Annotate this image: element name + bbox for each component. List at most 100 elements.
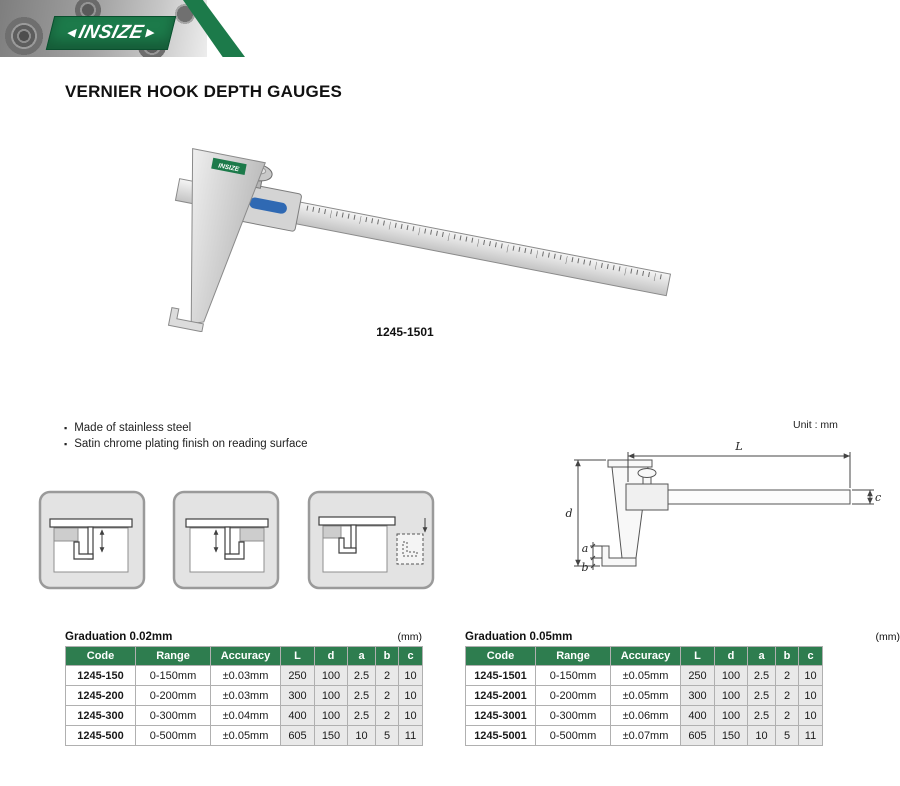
- logo-arrow-right-icon: ▶: [144, 26, 157, 39]
- spec-cell: ±0.07mm: [610, 725, 681, 746]
- blade-logo-band: [211, 157, 247, 176]
- column-header-l: L: [280, 646, 315, 666]
- spec-cell: 250: [680, 665, 715, 686]
- logo-arrow-left-icon: ◀: [66, 26, 78, 39]
- column-header-d: d: [314, 646, 348, 666]
- spec-cell: 2: [775, 705, 799, 726]
- spec-cell: 100: [714, 665, 748, 686]
- spec-cell: ±0.05mm: [610, 665, 681, 686]
- spec-cell: 100: [314, 665, 348, 686]
- spec-cell: 5: [775, 725, 799, 746]
- spec-cell: 100: [314, 685, 348, 706]
- table-unit-label: (mm): [875, 631, 900, 643]
- feature-text: Satin chrome plating finish on reading s…: [74, 438, 308, 450]
- application-diagram-3: [307, 490, 435, 590]
- base-top-cap: [607, 459, 653, 468]
- spec-cell: 10: [747, 725, 776, 746]
- unit-note: Unit : mm: [793, 419, 838, 431]
- spec-cell: 150: [314, 725, 348, 746]
- spec-cell: 0-200mm: [135, 685, 211, 706]
- code-cell: 1245-1501: [465, 665, 536, 686]
- spec-cell: ±0.05mm: [610, 685, 681, 706]
- spec-cell: ±0.05mm: [210, 725, 281, 746]
- spec-cell: 0-150mm: [135, 665, 211, 686]
- spec-cell: 11: [798, 725, 823, 746]
- spec-cell: 2: [775, 685, 799, 706]
- code-cell: 1245-5001: [465, 725, 536, 746]
- spec-cell: 10: [398, 705, 423, 726]
- spec-cell: 0-300mm: [135, 705, 211, 726]
- code-cell: 1245-2001: [465, 685, 536, 706]
- spec-cell: 10: [347, 725, 376, 746]
- gauge-hook: [167, 307, 204, 332]
- gauge-base-blade: [190, 148, 266, 325]
- column-header-b: b: [775, 646, 799, 666]
- column-header-l: L: [680, 646, 715, 666]
- bullet-icon: ▪: [64, 423, 68, 433]
- column-header-code: Code: [65, 646, 136, 666]
- spec-cell: 100: [714, 685, 748, 706]
- spec-cell: 2: [375, 685, 399, 706]
- dimension-drawing: L d a b c: [565, 440, 881, 574]
- features-list: ▪ Made of stainless steel ▪ Satin chrome…: [64, 422, 308, 454]
- insize-logo: ◀ INSIZE ▶: [45, 16, 177, 50]
- column-header-code: Code: [465, 646, 536, 666]
- spec-cell: 5: [375, 725, 399, 746]
- spec-cell: 300: [280, 685, 315, 706]
- feature-item: ▪ Satin chrome plating finish on reading…: [64, 438, 308, 450]
- spec-cell: 150: [714, 725, 748, 746]
- code-cell: 1245-200: [65, 685, 136, 706]
- table-title-row: Graduation 0.05mm (mm): [465, 631, 900, 643]
- product-image: INSIZE: [167, 148, 672, 332]
- code-cell: 1245-500: [65, 725, 136, 746]
- code-cell: 1245-300: [65, 705, 136, 726]
- code-cell: 1245-150: [65, 665, 136, 686]
- graduation-title: Graduation 0.05mm: [465, 631, 573, 643]
- spec-cell: 2.5: [747, 665, 776, 686]
- slider: [625, 483, 669, 511]
- range-badge: [249, 197, 287, 214]
- code-cell: 1245-3001: [465, 705, 536, 726]
- column-header-b: b: [375, 646, 399, 666]
- product-code-label: 1245-1501: [376, 325, 434, 339]
- spec-cell: 10: [798, 665, 823, 686]
- hook: [601, 545, 637, 567]
- page-title: VERNIER HOOK DEPTH GAUGES: [65, 82, 343, 101]
- spec-cell: 2.5: [347, 685, 376, 706]
- column-header-range: Range: [535, 646, 611, 666]
- spec-cell: 250: [280, 665, 315, 686]
- column-header-accuracy: Accuracy: [210, 646, 281, 666]
- dim-label-a: a: [582, 542, 589, 555]
- feature-item: ▪ Made of stainless steel: [64, 422, 308, 434]
- spec-cell: 2.5: [347, 665, 376, 686]
- application-diagram-2: [172, 490, 280, 590]
- spec-cell: 2: [775, 665, 799, 686]
- spec-cell: 2: [375, 705, 399, 726]
- feature-text: Made of stainless steel: [74, 422, 192, 434]
- dim-label-b: b: [581, 561, 588, 574]
- spec-cell: 0-500mm: [535, 725, 611, 746]
- spec-cell: 10: [398, 665, 423, 686]
- spec-cell: 0-300mm: [535, 705, 611, 726]
- dim-label-d: d: [565, 507, 572, 520]
- spec-cell: 0-150mm: [535, 665, 611, 686]
- spec-cell: 10: [798, 705, 823, 726]
- table-title-row: Graduation 0.02mm (mm): [65, 631, 422, 643]
- spec-cell: 10: [798, 685, 823, 706]
- spec-cell: 0-500mm: [135, 725, 211, 746]
- spec-cell: 0-200mm: [535, 685, 611, 706]
- spec-cell: 400: [680, 705, 715, 726]
- bullet-icon: ▪: [64, 439, 68, 449]
- spec-cell: ±0.04mm: [210, 705, 281, 726]
